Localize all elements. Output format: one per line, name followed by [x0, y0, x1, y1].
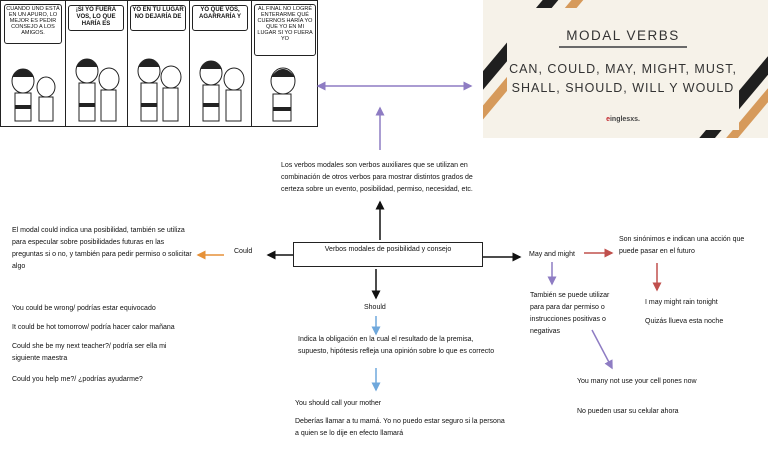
- comic-bubble-2: ¡SI YO FUERA VOS, LO QUE HARÍA ES: [68, 5, 124, 31]
- may-might-example-1: I may might rain tonight: [645, 299, 718, 306]
- could-description: El modal could indica una posibilidad, t…: [12, 227, 192, 270]
- should-label: Should: [364, 304, 386, 311]
- could-example-3: Could she be my next teacher?/ podría se…: [12, 343, 167, 362]
- could-label: Could: [234, 248, 253, 255]
- brand-logo: einglesxs.: [507, 116, 739, 123]
- comic-strip: CUANDO UNO ESTÁ EN UN APURO, LO MEJOR ES…: [0, 0, 318, 127]
- may-might-example-2: Quizás llueva esta noche: [645, 318, 724, 325]
- comic-panel-divider: [65, 1, 66, 126]
- banner-subtitle: CAN, COULD, MAY, MIGHT, MUST, SHALL, SHO…: [507, 60, 739, 98]
- may-might-example-3: You many not use your cell pones now: [577, 378, 697, 385]
- comic-panel-divider: [251, 1, 252, 126]
- could-example-1: You could be wrong/ podrías estar equivo…: [12, 305, 156, 312]
- banner-subtitle-line-2: SHALL, SHOULD, WILL Y WOULD: [511, 81, 735, 95]
- comic-panel-divider: [189, 1, 190, 126]
- may-might-label: May and might: [529, 251, 575, 258]
- comic-bubble-3: YO EN TU LUGAR NO DEJARÍA DE: [130, 5, 186, 31]
- intro-text: Los verbos modales son verbos auxiliares…: [281, 162, 473, 193]
- banner-title: MODAL VERBS: [566, 28, 680, 43]
- should-translation: Deberías llamar a tu mamá. Yo no puedo e…: [295, 418, 505, 437]
- modal-verbs-banner: MODAL VERBS CAN, COULD, MAY, MIGHT, MUST…: [483, 0, 768, 138]
- may-might-permission: También se puede utilizar para para dar …: [530, 292, 610, 335]
- should-description: Indica la obligación en la cual el resul…: [298, 336, 495, 355]
- banner-content: MODAL VERBS CAN, COULD, MAY, MIGHT, MUST…: [507, 8, 739, 130]
- should-example: You should call your mother: [295, 400, 382, 407]
- comic-bubble-4: YO QUE VOS, AGARRARÍA Y: [192, 5, 248, 31]
- comic-bubble-5: AL FINAL NO LOGRÉ ENTERARME QUÉ CUERNOS …: [254, 4, 316, 56]
- arrow-permission-to-example: [591, 329, 613, 370]
- brand-mark: e: [606, 116, 610, 123]
- may-might-example-4: No pueden usar su celular ahora: [577, 408, 679, 415]
- banner-subtitle-line-1: CAN, COULD, MAY, MIGHT, MUST,: [509, 62, 737, 76]
- comic-figures: [11, 58, 296, 122]
- brand-text: inglesxs.: [609, 116, 640, 123]
- comic-panel-divider: [127, 1, 128, 126]
- may-might-synonyms: Son sinónimos e indican una acción que p…: [619, 236, 745, 255]
- banner-divider: [559, 46, 687, 48]
- could-example-4: Could you help me?/ ¿podrías ayudarme?: [12, 376, 143, 383]
- central-node: Verbos modales de posibilidad y consejo: [293, 242, 483, 267]
- could-example-2: It could be hot tomorrow/ podría hacer c…: [12, 324, 175, 331]
- comic-bubble-1: CUANDO UNO ESTÁ EN UN APURO, LO MEJOR ES…: [4, 4, 62, 44]
